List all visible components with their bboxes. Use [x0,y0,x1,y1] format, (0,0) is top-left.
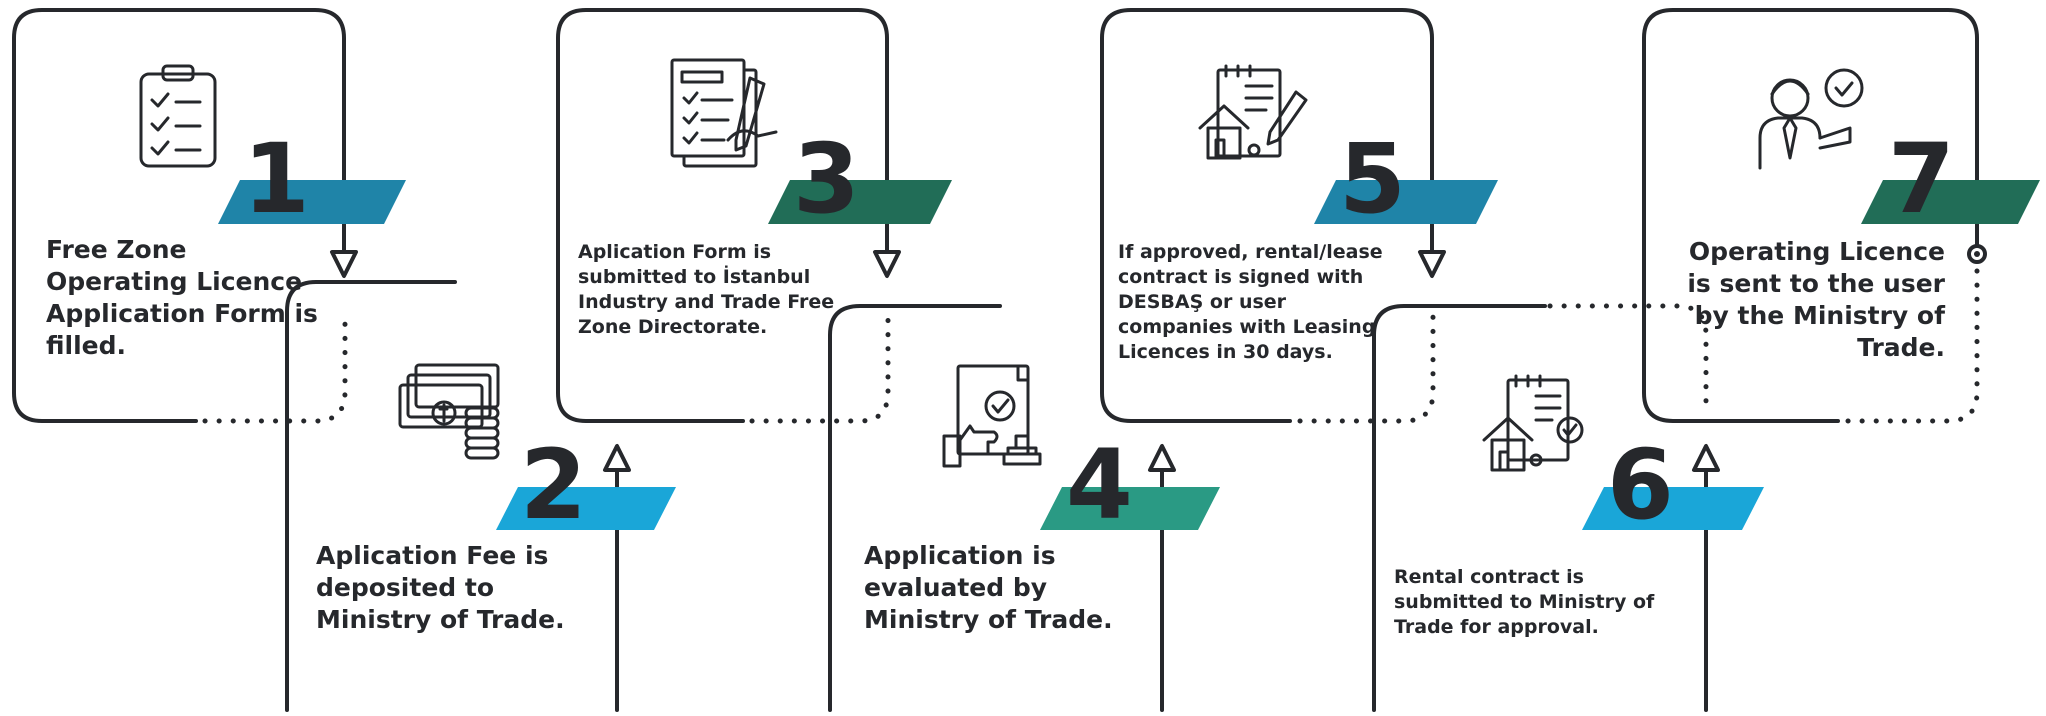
step-4-band [1040,487,1220,530]
connector-1-2 [202,309,348,424]
house-contract-signing-icon [1198,64,1308,160]
step-2-description: Aplication Fee is deposited to Ministry … [316,541,565,634]
end-marker-dot [1974,251,1980,257]
step-5-description: If approved, rental/lease contract is si… [1118,241,1383,363]
arrow-up-2 [603,444,631,472]
step-1-number: 1 [243,123,310,235]
step-5-frame [1100,8,1434,423]
connector-6-7 [1547,303,1709,415]
connector-5-6 [1297,309,1436,424]
house-contract-approved-icon [1482,374,1584,472]
step-7-frame [1642,8,1870,423]
step-4-frame [828,304,1002,712]
arrow-up-4 [1148,444,1176,472]
step-2-number: 2 [520,429,587,541]
step-1-band [218,180,406,224]
step-5-number: 5 [1339,123,1406,235]
step-5-band [1314,180,1498,224]
step-4-number: 4 [1066,429,1133,541]
arrow-down-3 [873,250,901,278]
person-approved-icon [1758,68,1864,170]
arrow-up-6 [1692,444,1720,472]
connector-3-4 [749,309,891,424]
step-6-frame [1372,304,1547,712]
step-2-frame [285,280,457,712]
signing-form-icon [670,58,778,168]
step-7-right-line [1866,8,1979,247]
arrow-down-1 [330,250,358,278]
step-4-description: Application is evaluated by Ministry of … [864,541,1113,634]
step-1-frame [12,8,346,423]
step-7-band [1861,180,2040,224]
arrow-down-5 [1418,250,1446,278]
clipboard-checklist-icon [139,64,217,168]
step-2-band [496,487,676,530]
approved-document-stamp-icon [942,364,1042,468]
step-6-description: Rental contract is submitted to Ministry… [1394,566,1655,638]
step-3-band [768,180,952,224]
step-7-description: Operating Licence is sent to the user by… [1687,237,1945,362]
step-6-number: 6 [1607,429,1674,541]
connector-7-end [1845,259,1980,424]
step-7-number: 7 [1888,123,1955,235]
step-3-number: 3 [793,123,860,235]
step-1-description: Free Zone Operating Licence Application … [46,235,318,360]
step-3-frame [556,8,889,423]
step-6-band [1582,487,1764,530]
cash-coins-icon [398,363,500,460]
step-3-description: Aplication Form is submitted to İstanbul… [578,241,835,338]
